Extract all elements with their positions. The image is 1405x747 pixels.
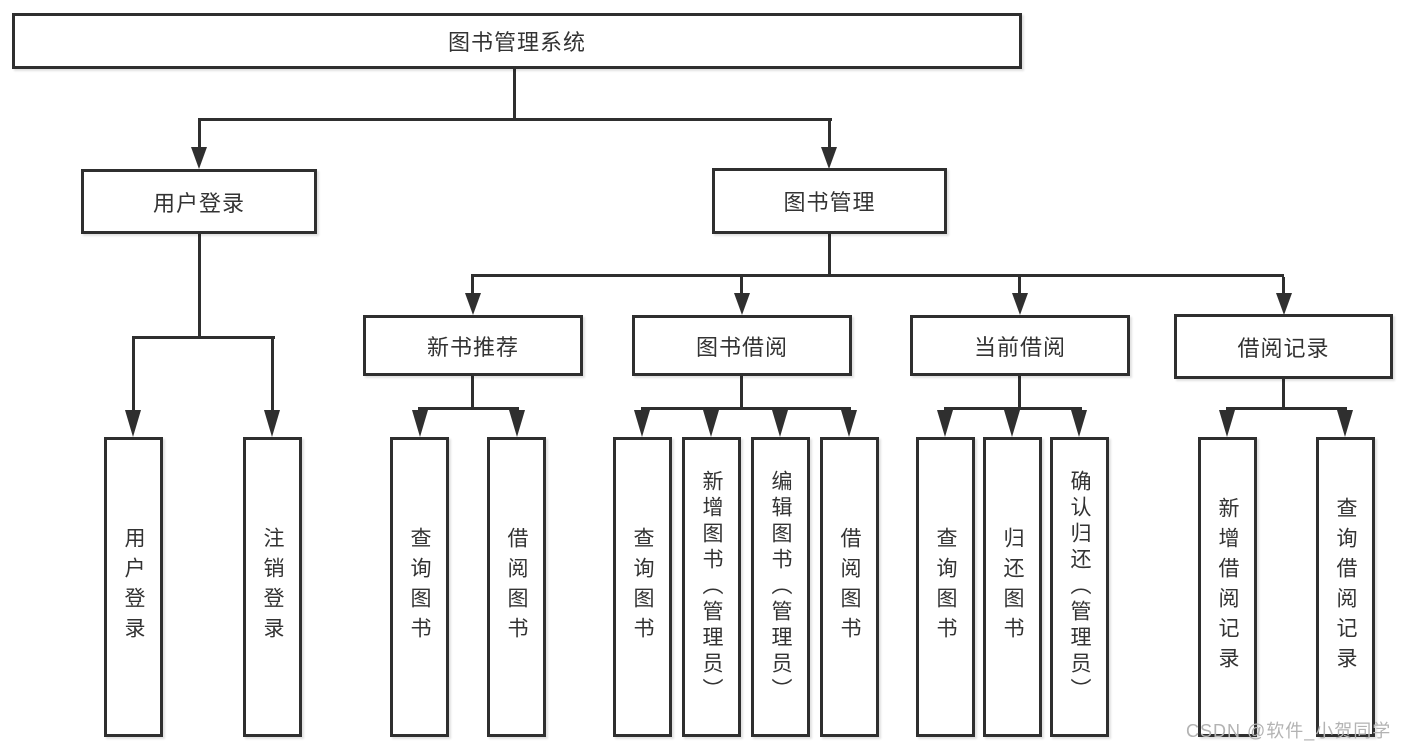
leaf-bb-query-books: 查询图书: [613, 437, 672, 737]
connector-line: [1282, 277, 1285, 293]
leaf-nb-borrow-books: 借阅图书: [487, 437, 546, 737]
connector-line: [198, 121, 201, 147]
arrow-down-icon: [125, 410, 141, 437]
leaf-cb-query-books-label: 查询图书: [934, 527, 957, 647]
leaf-br-query-record: 查询借阅记录: [1316, 437, 1375, 737]
arrow-down-icon: [264, 410, 280, 437]
node-root-label: 图书管理系统: [447, 30, 586, 55]
arrow-down-icon: [703, 410, 719, 437]
leaf-cb-query-books: 查询图书: [916, 437, 975, 737]
leaf-user-login: 用户登录: [104, 437, 163, 737]
node-book-management: 图书管理: [712, 168, 947, 234]
leaf-bb-query-books-label: 查询图书: [631, 527, 654, 647]
arrow-down-icon: [191, 147, 207, 169]
leaf-user-login-label: 用户登录: [122, 527, 145, 647]
node-new-book-recommend: 新书推荐: [363, 315, 583, 376]
connector-line: [513, 69, 516, 118]
arrow-down-icon: [937, 410, 953, 437]
arrow-down-icon: [634, 410, 650, 437]
leaf-cb-confirm-return-admin-label: 确认归还（管理员）: [1068, 470, 1091, 704]
node-borrowing-records: 借阅记录: [1174, 314, 1393, 379]
arrow-down-icon: [465, 293, 481, 315]
arrow-down-icon: [1071, 410, 1087, 437]
arrow-down-icon: [772, 410, 788, 437]
connector-line: [740, 277, 743, 293]
connector-line: [1282, 379, 1285, 407]
leaf-br-add-record: 新增借阅记录: [1198, 437, 1257, 737]
arrow-down-icon: [509, 410, 525, 437]
leaf-bb-borrow-books: 借阅图书: [820, 437, 879, 737]
leaf-logout-label: 注销登录: [261, 527, 284, 647]
connector-line: [198, 118, 832, 121]
connector-line: [944, 407, 1082, 410]
arrow-down-icon: [841, 410, 857, 437]
connector-line: [471, 277, 474, 293]
leaf-bb-borrow-books-label: 借阅图书: [838, 527, 861, 647]
connector-line: [828, 121, 831, 147]
node-new-book-recommend-label: 新书推荐: [426, 334, 519, 360]
leaf-br-add-record-label: 新增借阅记录: [1216, 497, 1239, 677]
leaf-nb-query-books-label: 查询图书: [408, 527, 431, 647]
connector-line: [1018, 376, 1021, 407]
node-book-borrowing-label: 图书借阅: [695, 334, 788, 360]
node-book-management-label: 图书管理: [783, 190, 876, 215]
connector-line: [641, 407, 851, 410]
arrow-down-icon: [1219, 410, 1235, 437]
watermark: CSDN @软件_小贺同学: [1186, 721, 1392, 741]
leaf-cb-return-books-label: 归还图书: [1001, 527, 1024, 647]
arrow-down-icon: [1276, 293, 1292, 315]
leaf-bb-edit-books-admin: 编辑图书（管理员）: [751, 437, 810, 737]
arrow-down-icon: [821, 147, 837, 169]
connector-line: [132, 339, 135, 411]
connector-line: [418, 407, 519, 410]
node-user-login: 用户登录: [81, 169, 317, 234]
arrow-down-icon: [412, 410, 428, 437]
node-current-borrowing: 当前借阅: [910, 315, 1130, 376]
arrow-down-icon: [1012, 293, 1028, 315]
connector-line: [471, 274, 1284, 277]
node-book-borrowing: 图书借阅: [632, 315, 852, 376]
leaf-nb-query-books: 查询图书: [390, 437, 449, 737]
connector-line: [271, 339, 274, 411]
connector-line: [471, 376, 474, 407]
leaf-br-query-record-label: 查询借阅记录: [1334, 497, 1357, 677]
node-current-borrowing-label: 当前借阅: [973, 334, 1066, 360]
connector-line: [132, 336, 275, 339]
connector-line: [198, 234, 201, 336]
arrow-down-icon: [734, 293, 750, 315]
leaf-cb-confirm-return-admin: 确认归还（管理员）: [1050, 437, 1109, 737]
leaf-cb-return-books: 归还图书: [983, 437, 1042, 737]
connector-line: [828, 234, 831, 274]
node-root: 图书管理系统: [12, 13, 1022, 69]
connector-line: [740, 376, 743, 407]
leaf-bb-edit-books-admin-label: 编辑图书（管理员）: [769, 470, 792, 704]
leaf-bb-add-books-admin: 新增图书（管理员）: [682, 437, 741, 737]
leaf-nb-borrow-books-label: 借阅图书: [505, 527, 528, 647]
connector-line: [1018, 277, 1021, 293]
leaf-logout: 注销登录: [243, 437, 302, 737]
node-borrowing-records-label: 借阅记录: [1237, 335, 1330, 361]
arrow-down-icon: [1004, 410, 1020, 437]
connector-line: [1226, 407, 1347, 410]
leaf-bb-add-books-admin-label: 新增图书（管理员）: [700, 470, 723, 704]
node-user-login-label: 用户登录: [152, 190, 245, 216]
arrow-down-icon: [1337, 410, 1353, 437]
